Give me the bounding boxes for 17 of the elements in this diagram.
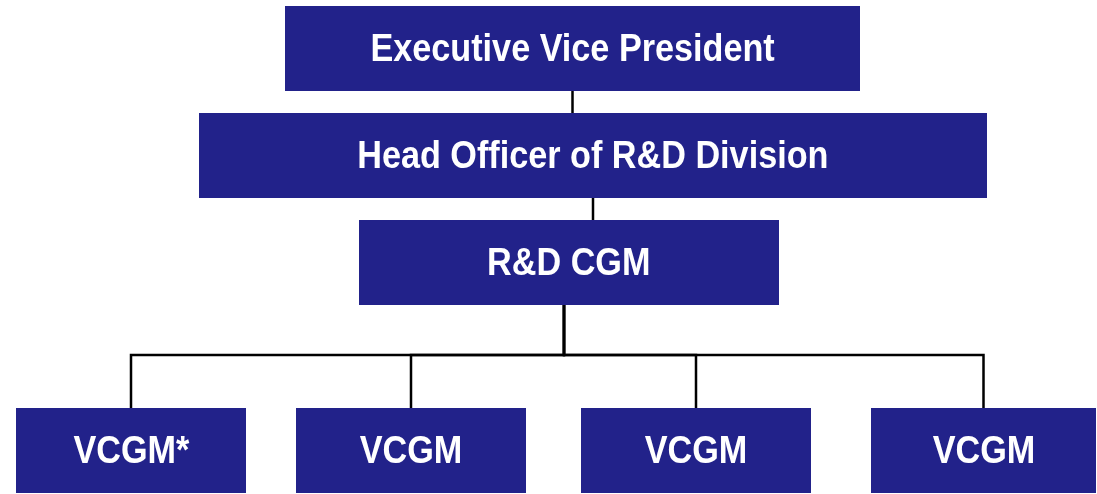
connector-line: [591, 198, 595, 220]
title-box: [871, 408, 1096, 493]
role-title: VCGM: [932, 429, 1035, 472]
role-title: VCGM*: [73, 429, 189, 472]
title-box: [199, 113, 987, 198]
connector-line: [571, 91, 574, 113]
role-title: Head Officer of R&D Division: [357, 134, 829, 177]
role-title: VCGM: [359, 429, 463, 472]
connector-line: [562, 305, 985, 408]
role-title: R&D CGM: [487, 241, 651, 284]
title-box: [285, 6, 860, 91]
role-title: VCGM: [644, 429, 748, 472]
role-title: Executive Vice President: [370, 27, 775, 70]
title-box: [581, 408, 811, 493]
title-box: [359, 220, 779, 305]
title-box: [16, 408, 246, 493]
title-box: [296, 408, 526, 493]
